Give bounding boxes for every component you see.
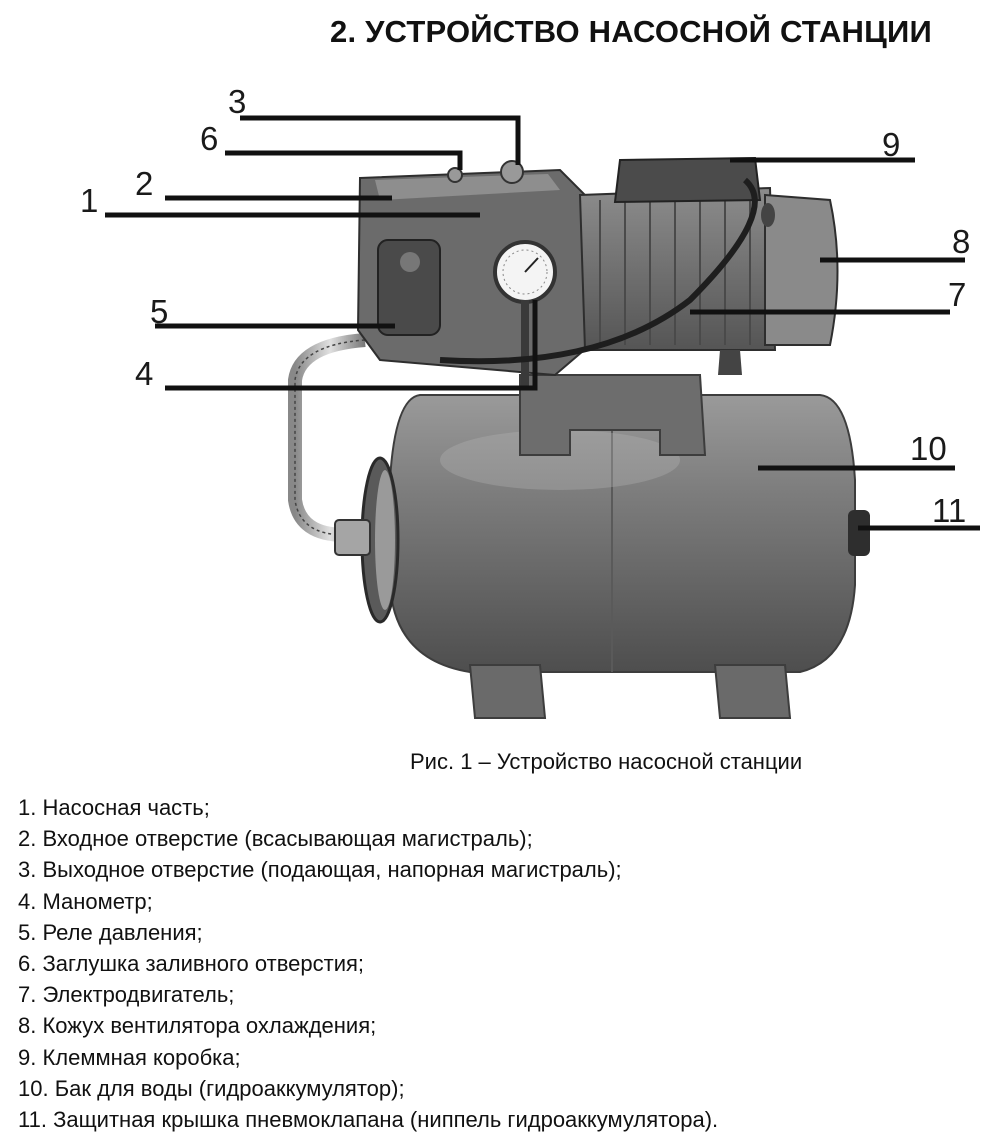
tank-feet xyxy=(468,664,792,719)
legend-item: 3. Выходное отверстие (подающая, напорна… xyxy=(18,857,622,883)
callout-9: 9 xyxy=(882,126,900,163)
pressure-gauge xyxy=(493,240,557,390)
callout-10: 10 xyxy=(910,430,947,467)
tank-flange xyxy=(360,456,400,624)
legend-item: 4. Манометр; xyxy=(18,888,153,914)
fan-cover xyxy=(761,193,839,346)
legend-item: 8. Кожух вентилятора охлаждения; xyxy=(18,1013,377,1039)
callout-2: 2 xyxy=(135,165,153,202)
legend-item: 6. Заглушка заливного отверстия; xyxy=(18,951,365,977)
leader-lines xyxy=(105,115,980,531)
legend-item: 9. Клеммная коробка; xyxy=(18,1044,241,1070)
callout-4: 4 xyxy=(135,355,153,392)
electric-motor xyxy=(578,186,777,375)
water-tank xyxy=(389,394,856,673)
callout-3: 3 xyxy=(228,83,246,120)
power-cable xyxy=(439,177,758,365)
figure-caption: Рис. 1 – Устройство насосной станции xyxy=(410,749,803,774)
pump-bracket xyxy=(519,374,707,456)
legend-item: 1. Насосная часть; xyxy=(18,795,210,820)
pressure-switch xyxy=(377,239,441,336)
pump-station-figure: 1 2 3 4 5 6 7 8 9 10 11 xyxy=(0,70,1000,750)
callout-6: 6 xyxy=(200,120,218,157)
legend-item: 2. Входное отверстие (всасывающая магист… xyxy=(18,826,533,852)
legend-item: 5. Реле давления; xyxy=(18,919,203,945)
parts-legend: 1. Насосная часть; 2. Входное отверстие … xyxy=(18,792,718,1135)
legend-item: 7. Электродвигатель; xyxy=(18,982,235,1008)
terminal-box xyxy=(613,156,762,204)
legend-item: 11. Защитная крышка пневмоклапана (ниппе… xyxy=(18,1107,719,1133)
callout-1: 1 xyxy=(80,182,98,219)
callout-8: 8 xyxy=(952,223,970,260)
legend-item: 10. Бак для воды (гидроаккумулятор); xyxy=(18,1075,405,1101)
callout-5: 5 xyxy=(150,293,168,330)
callout-11: 11 xyxy=(932,492,966,529)
fill-plug xyxy=(447,167,463,183)
page-title: 2. УСТРОЙСТВО НАСОСНОЙ СТАНЦИИ xyxy=(330,14,932,49)
outlet-port xyxy=(500,160,524,184)
flex-hose xyxy=(288,333,366,542)
nipple-cap xyxy=(848,510,870,556)
callout-7: 7 xyxy=(948,276,966,313)
